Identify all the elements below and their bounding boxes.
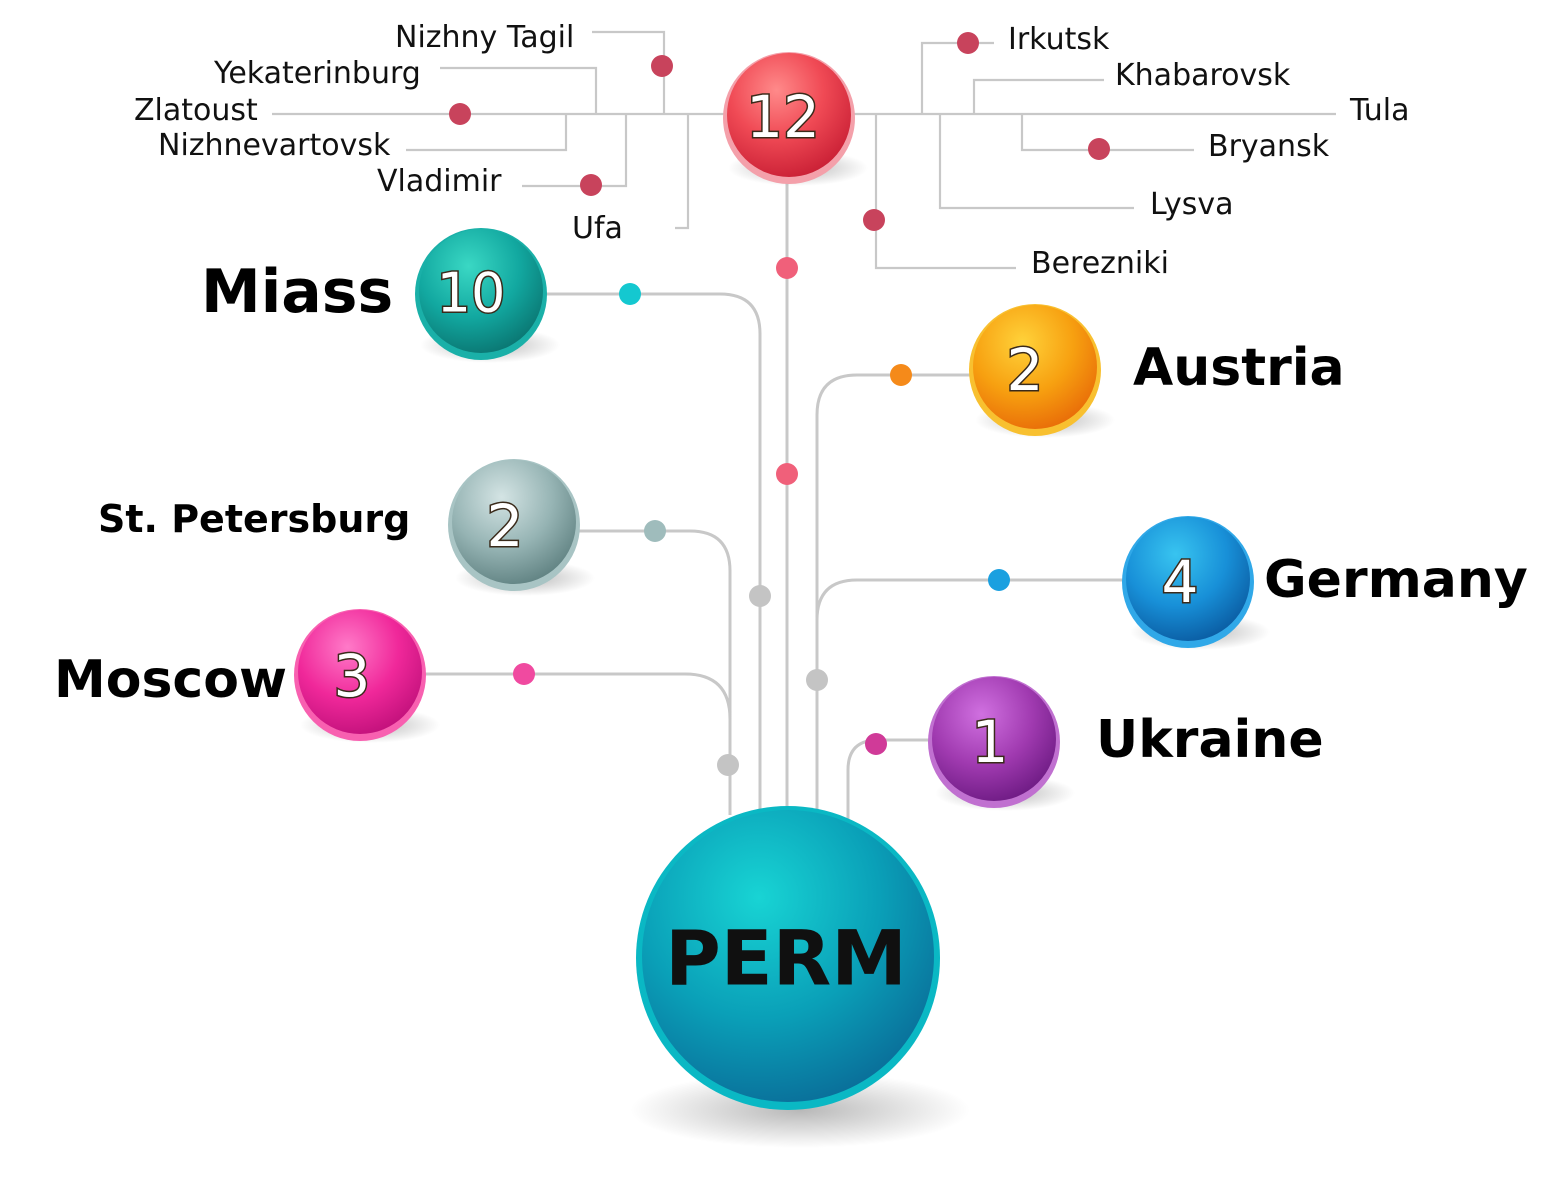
dot-ukraine (865, 733, 887, 755)
dot-city-zlatoust (449, 103, 471, 125)
group-name-miass: Miass (201, 257, 393, 327)
group-node-stpetersburg: 2 (448, 459, 580, 591)
dot-moscow (513, 663, 535, 685)
city-label: Ufa (572, 211, 623, 246)
group-node-ukraine: 1 (928, 676, 1060, 808)
center-label: PERM (665, 914, 907, 1003)
dot-stem-2 (776, 463, 798, 485)
dot-city-irkutsk (957, 32, 979, 54)
city-label: Irkutsk (1008, 22, 1110, 57)
dot-city-bryansk (1088, 138, 1110, 160)
dot-junction-2 (806, 669, 828, 691)
dot-junction-3 (717, 754, 739, 776)
top-hub-count: 12 (746, 83, 820, 151)
group-name-stpetersburg: St. Petersburg (98, 497, 410, 541)
group-node-moscow: 3 (294, 609, 426, 741)
group-count-austria: 2 (1007, 336, 1044, 404)
group-count-ukraine: 1 (972, 708, 1009, 776)
group-node-austria: 2 (969, 304, 1101, 436)
hub-bus-lines (272, 30, 1336, 270)
connector-ukraine (846, 738, 930, 820)
group-name-austria: Austria (1133, 338, 1345, 398)
dot-city-vladimir (580, 174, 602, 196)
dot-city-nizhnytagil (651, 55, 673, 77)
city-label: Yekaterinburg (213, 56, 421, 91)
city-label: Vladimir (377, 164, 502, 199)
city-label: Nizhnevartovsk (158, 128, 391, 163)
dot-germany (988, 569, 1010, 591)
group-count-stpetersburg: 2 (487, 492, 524, 560)
connector-lines (425, 180, 1124, 820)
connector-germany (815, 578, 1124, 815)
group-name-moscow: Moscow (54, 650, 287, 710)
connector-austria (815, 373, 970, 815)
city-label: Bryansk (1208, 129, 1330, 164)
connector-dots (449, 32, 1110, 776)
city-label: Tula (1349, 93, 1410, 128)
top-hub-node: 12 (723, 52, 855, 184)
dot-junction-1 (749, 585, 771, 607)
connector-miass (545, 292, 762, 810)
group-count-germany: 4 (1162, 548, 1199, 616)
dot-miass (619, 283, 641, 305)
dot-austria (890, 364, 912, 386)
city-labels: Nizhny Tagil Yekaterinburg Zlatoust Nizh… (134, 20, 1410, 281)
city-label: Lysva (1150, 187, 1233, 222)
group-name-germany: Germany (1264, 550, 1528, 610)
center-node: PERM (636, 806, 940, 1110)
city-label: Khabarovsk (1115, 58, 1291, 93)
city-label: Zlatoust (134, 93, 258, 128)
connector-moscow (425, 672, 732, 815)
dot-stem-1 (776, 257, 798, 279)
group-count-moscow: 3 (334, 642, 371, 710)
connector-stpetersburg (578, 529, 732, 815)
dot-city-berezniki (863, 209, 885, 231)
group-name-ukraine: Ukraine (1096, 710, 1324, 770)
group-node-miass: 10 (415, 228, 547, 360)
group-count-miass: 10 (437, 262, 506, 325)
group-node-germany: 4 (1122, 516, 1254, 648)
dot-stpetersburg (644, 520, 666, 542)
city-label: Berezniki (1031, 246, 1169, 281)
city-label: Nizhny Tagil (395, 20, 574, 55)
